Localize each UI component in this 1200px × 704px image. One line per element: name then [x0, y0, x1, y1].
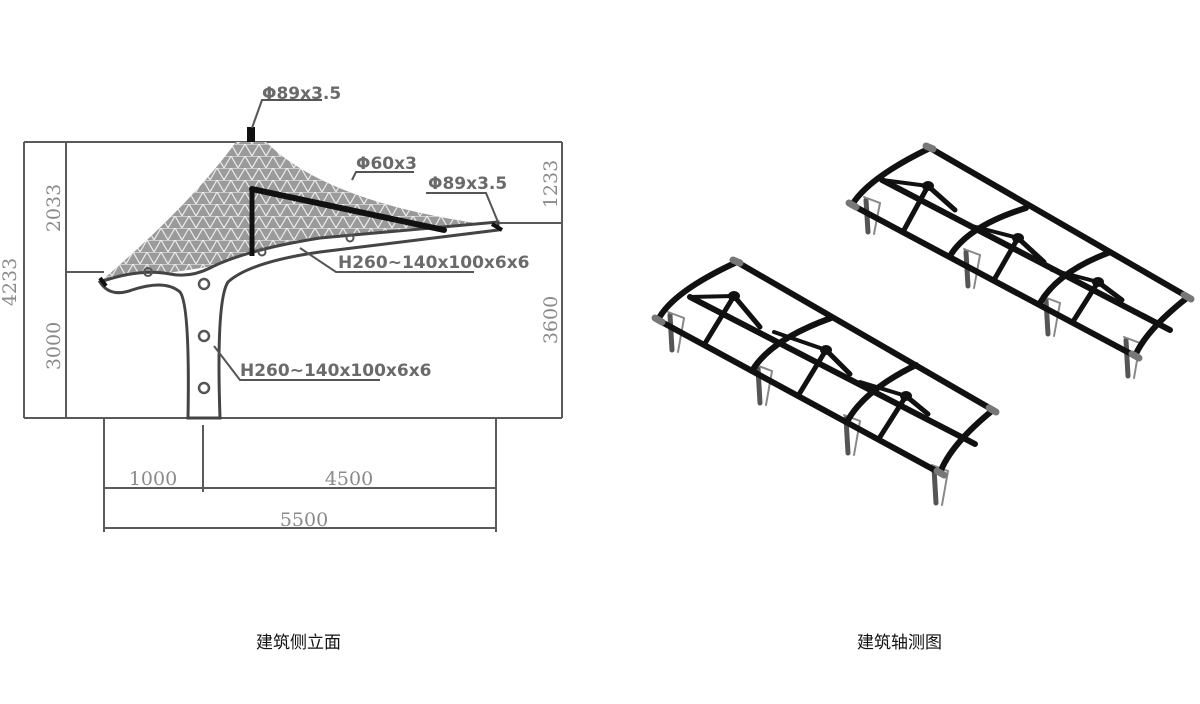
caption-side-elevation: 建筑侧立面: [256, 633, 341, 653]
steel-column: [97, 220, 500, 420]
dim-span-total: 5500: [280, 509, 328, 531]
callout-top-pipe: Φ89x3.5: [262, 84, 341, 104]
steel-diagonal: [98, 127, 504, 288]
dim-lower-right: 3600: [540, 296, 562, 344]
caption-axonometric: 建筑轴测图: [857, 633, 942, 653]
axonometric-view: [651, 142, 1195, 506]
callout-leaders: [213, 99, 499, 381]
dim-span-right: 4500: [325, 468, 373, 490]
canopy-unit-front: [651, 256, 1000, 506]
dim-upper-left: 2033: [43, 184, 65, 232]
dimension-frame: [23, 141, 563, 532]
dim-upper-right: 1233: [540, 160, 562, 208]
dim-span-left: 1000: [129, 468, 177, 490]
callout-tip-pipe: Φ89x3.5: [428, 174, 507, 194]
canopy-unit-back: [845, 142, 1195, 379]
callout-roof-beam: H260~140x100x6x6: [338, 253, 529, 273]
dim-total-height: 4233: [0, 258, 21, 306]
side-elevation: Φ89x3.5 Φ60x3 Φ89x3.5 H260~140x100x6x6 H…: [0, 84, 563, 532]
callout-column: H260~140x100x6x6: [240, 361, 431, 381]
membrane-roof: [100, 142, 498, 282]
callout-diagonal: Φ60x3: [356, 154, 417, 174]
dim-lower-left: 3000: [43, 322, 65, 370]
